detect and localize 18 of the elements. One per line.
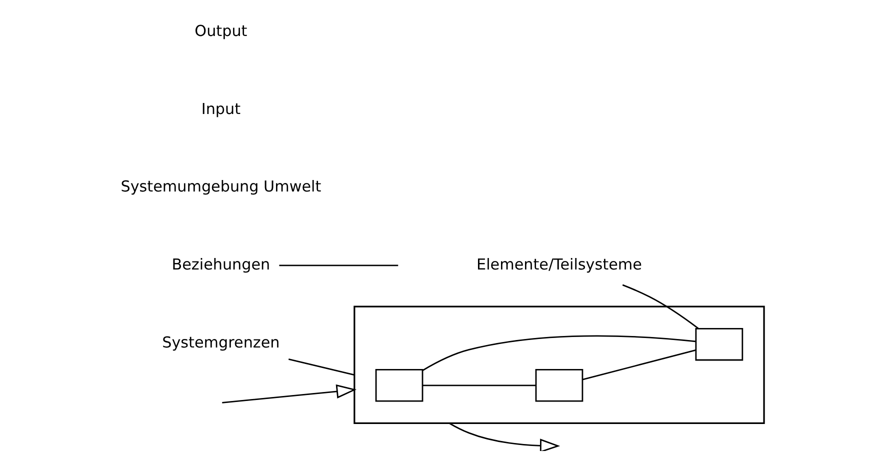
- node-box: [535, 369, 584, 402]
- node-text: Elemente/Teilsysteme: [476, 255, 642, 274]
- node-box: [375, 369, 424, 402]
- arrow: [222, 384, 357, 404]
- label: Input: [201, 100, 241, 118]
- connector: [422, 384, 536, 386]
- connector: [582, 349, 696, 380]
- node-text: Systemgrenzen: [162, 333, 280, 352]
- connector: [279, 264, 398, 266]
- label: Systemumgebung Umwelt: [120, 178, 322, 196]
- connector: [288, 358, 355, 376]
- label: Output: [194, 22, 248, 40]
- arrow: [448, 422, 560, 451]
- node-box: [695, 328, 744, 361]
- connector: [622, 284, 699, 330]
- node-text: Beziehungen: [172, 255, 270, 274]
- connector: [422, 335, 696, 371]
- cluster: [354, 306, 765, 424]
